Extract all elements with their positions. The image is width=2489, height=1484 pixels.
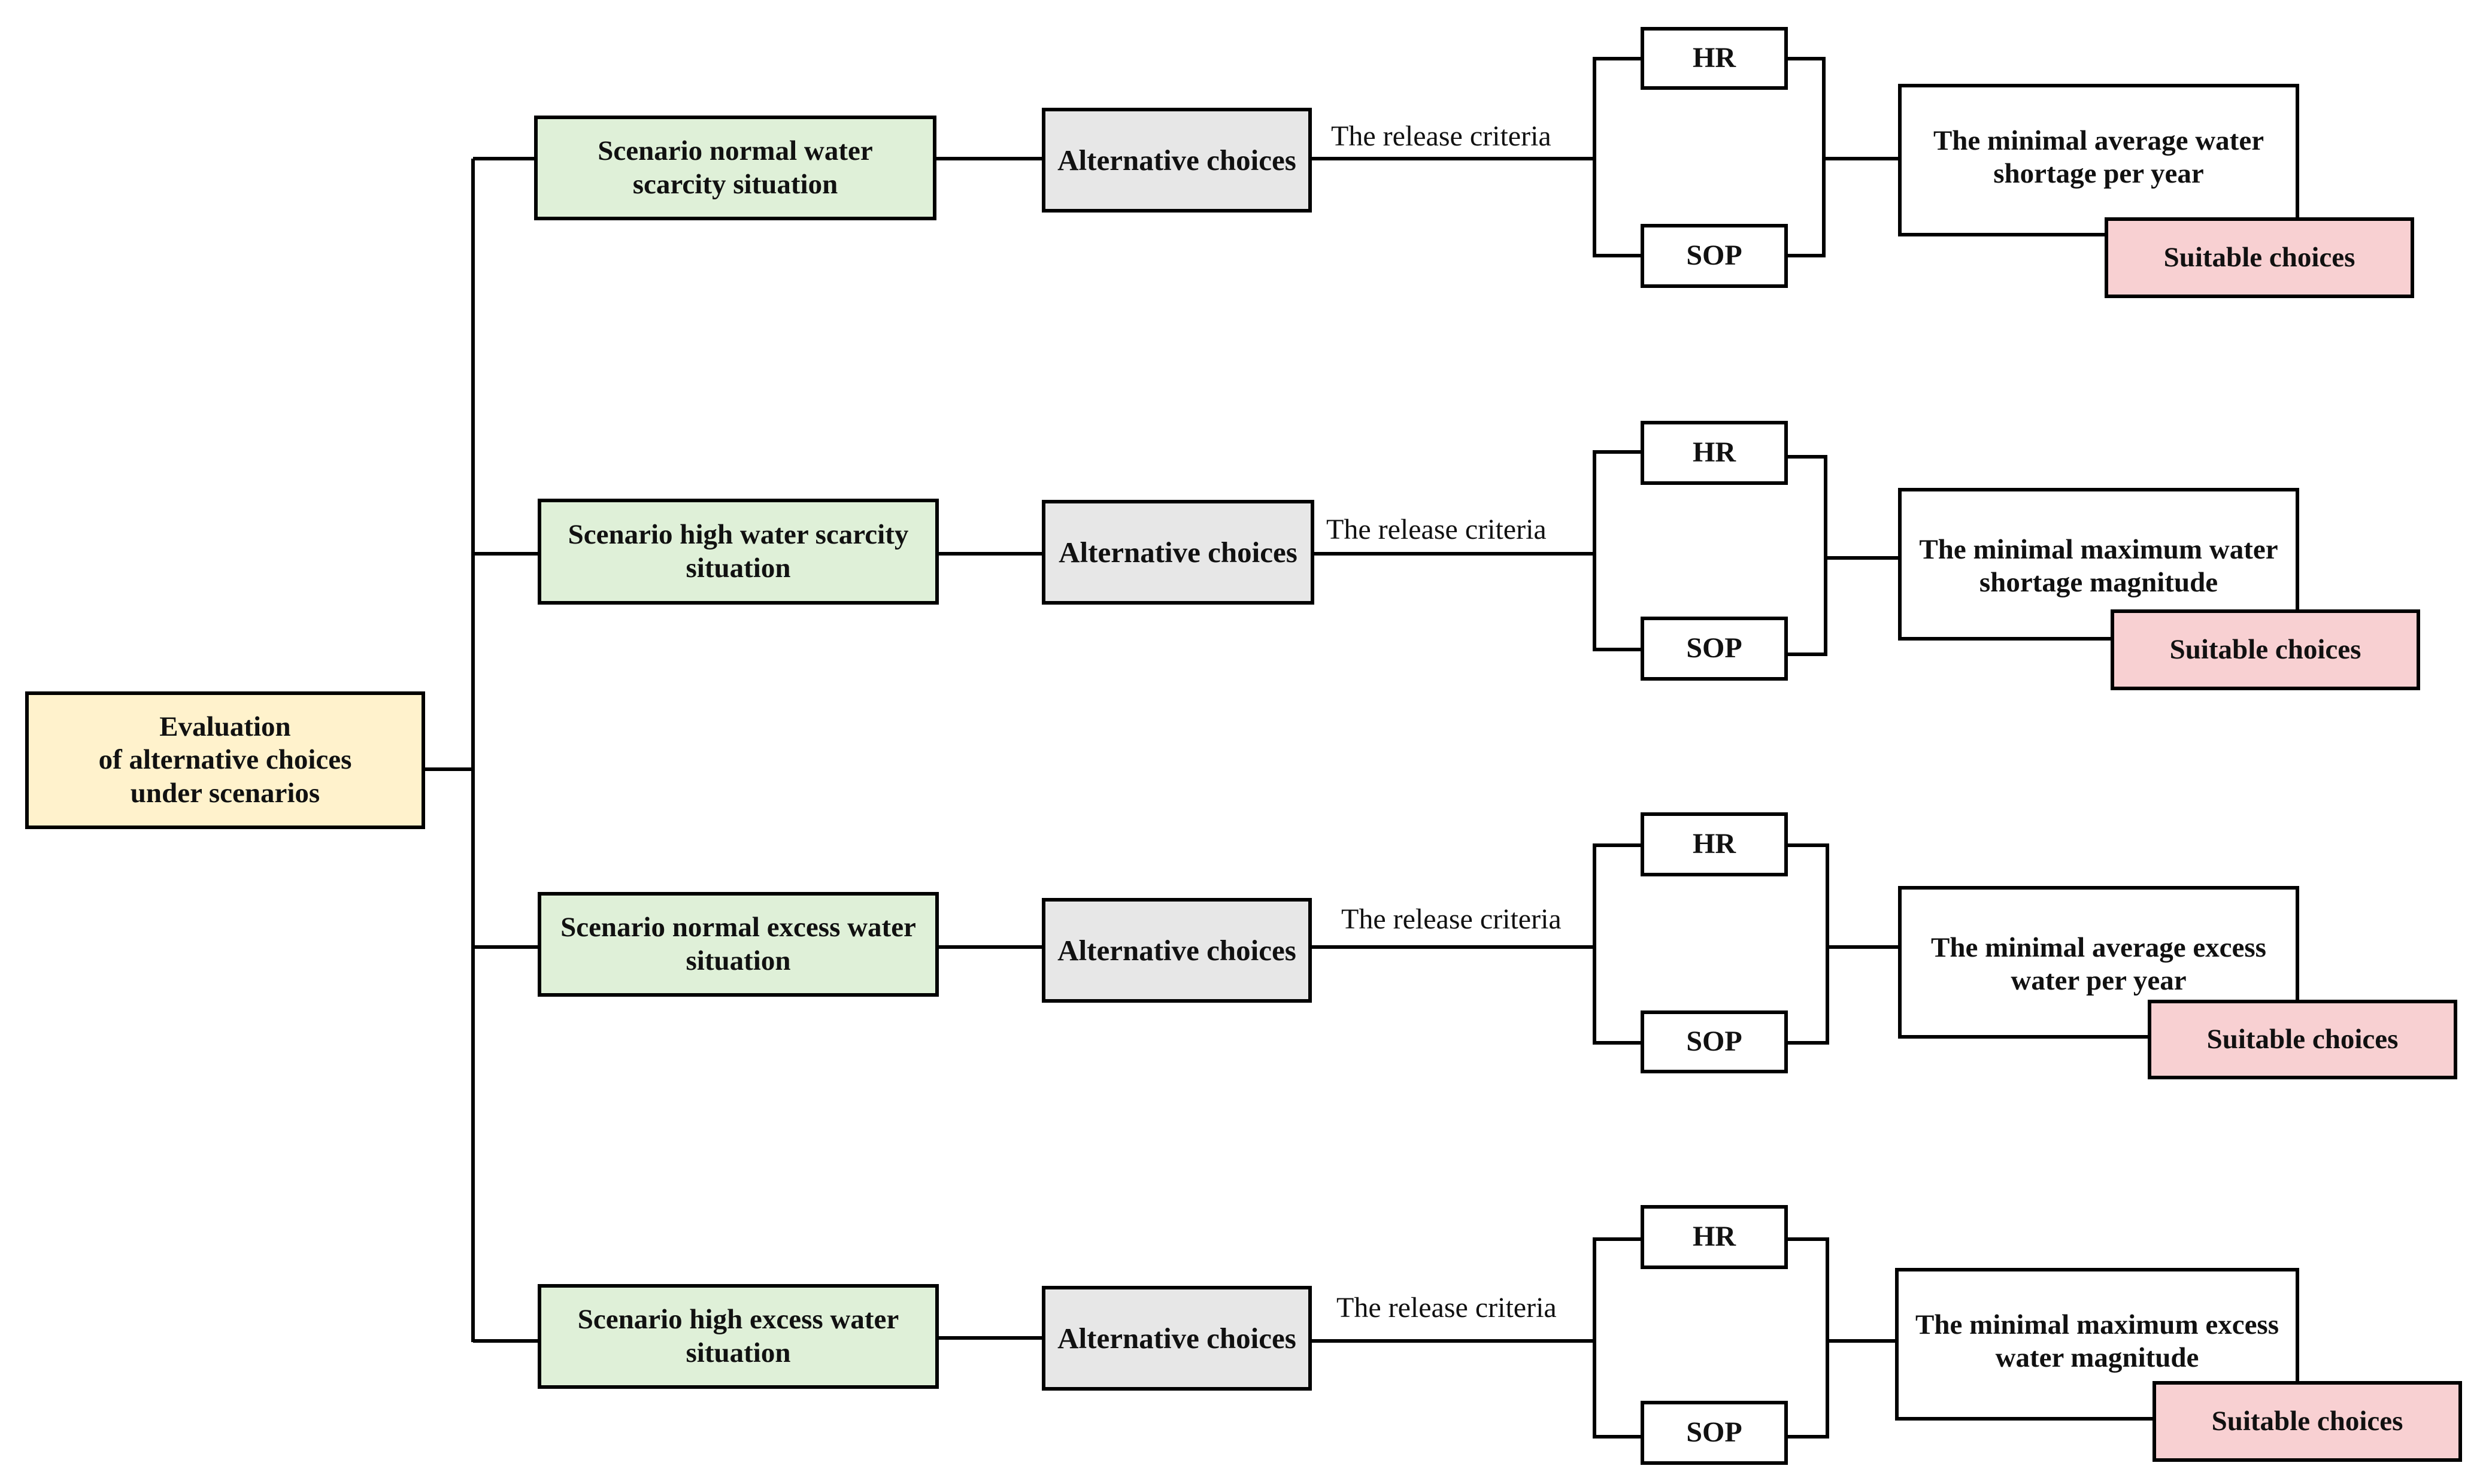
alternative-choices-node: Alternative choices bbox=[1042, 108, 1312, 213]
objective-node: The minimal average water shortage per y… bbox=[1898, 84, 2299, 236]
edge-label-release-criteria: The release criteria bbox=[1326, 514, 1547, 545]
suitable-choices-node: Suitable choices bbox=[2105, 217, 2414, 298]
alternative-choices-node: Alternative choices bbox=[1042, 1286, 1312, 1391]
edge-label-release-criteria: The release criteria bbox=[1336, 1292, 1557, 1324]
scenario-node: Scenario normal excess water situation bbox=[538, 892, 939, 997]
scenario-node: Scenario normal water scarcity situation bbox=[534, 116, 936, 220]
policy-node-hr: HR bbox=[1641, 1205, 1788, 1269]
policy-node-sop: SOP bbox=[1641, 1401, 1788, 1465]
scenario-node: Scenario high water scarcity situation bbox=[538, 499, 939, 605]
policy-node-sop: SOP bbox=[1641, 224, 1788, 288]
policy-node-hr: HR bbox=[1641, 812, 1788, 876]
alternative-choices-node: Alternative choices bbox=[1042, 898, 1312, 1003]
suitable-choices-node: Suitable choices bbox=[2153, 1381, 2462, 1462]
scenario-node: Scenario high excess water situation bbox=[538, 1284, 939, 1389]
policy-node-sop: SOP bbox=[1641, 1010, 1788, 1073]
alternative-choices-node: Alternative choices bbox=[1042, 500, 1314, 605]
policy-node-hr: HR bbox=[1641, 27, 1788, 90]
edge-label-release-criteria: The release criteria bbox=[1331, 120, 1551, 152]
edge-label-release-criteria: The release criteria bbox=[1341, 903, 1562, 935]
suitable-choices-node: Suitable choices bbox=[2148, 1000, 2457, 1079]
policy-node-sop: SOP bbox=[1641, 617, 1788, 681]
policy-node-hr: HR bbox=[1641, 421, 1788, 485]
suitable-choices-node: Suitable choices bbox=[2111, 609, 2420, 690]
root-node: Evaluation of alternative choices under … bbox=[25, 691, 425, 829]
